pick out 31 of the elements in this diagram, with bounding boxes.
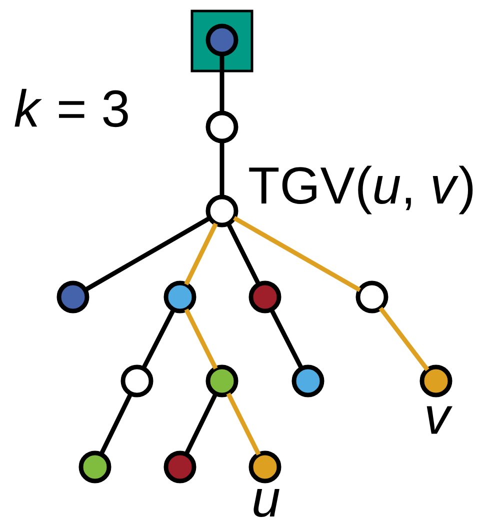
tree-edge [99,392,133,456]
tree-node-circle [292,364,324,398]
tree-node-circle [78,450,112,484]
node-label: u [254,489,280,517]
node-label: TGV(u, v) [249,166,473,214]
tree-edge [84,216,211,292]
tree-node-circle [206,194,238,228]
tree-node-circle [56,280,90,314]
node-label: v [426,406,452,434]
tree-edge [269,308,304,370]
tree-edge [220,141,224,197]
tree-edge [220,54,224,113]
tree-edge [141,308,176,370]
tree-node-circle [356,280,388,314]
tree-node-circle [206,110,238,144]
tree-edge [184,222,218,286]
tree-edge [226,222,261,286]
tree-edge [184,308,218,370]
tree-node-circle [120,364,154,398]
tree-node-circle [420,364,452,398]
parameter-label: k = 3 [14,88,128,128]
tree-node-circle [206,364,238,398]
tree-node-circle [206,24,238,56]
tree-node-circle [164,280,196,314]
tree-edge [184,392,218,456]
tree-edge [378,306,430,372]
tree-edge [233,216,361,292]
tree-node-circle [164,450,196,484]
tree-edge [226,392,261,456]
tree-node-circle [248,280,282,314]
tree-node-circle [248,450,282,484]
